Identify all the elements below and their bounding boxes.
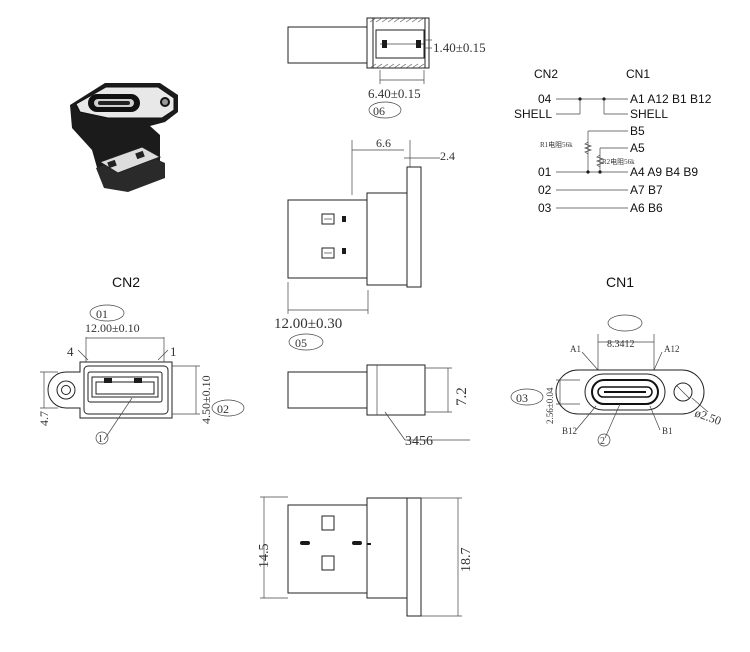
sch-left-4: 01 bbox=[538, 165, 552, 179]
cn2-height-dim: 4.50±0.10 bbox=[199, 375, 213, 424]
mid-a-dim: 6.6 bbox=[376, 136, 391, 150]
cn1-hole-dim: ø2.50 bbox=[693, 406, 723, 428]
bottom-right-dim: 18.7 bbox=[459, 548, 474, 573]
cn2-side-dim: 4.7 bbox=[37, 411, 51, 426]
cn1-height-dim: 2.56±0.04 bbox=[545, 387, 555, 424]
schematic-cn2-head: CN2 bbox=[534, 67, 558, 81]
middle-view: 6.6 2.4 12.00±0.30 05 bbox=[274, 136, 455, 351]
mid-length-dim: 12.00±0.30 bbox=[274, 316, 342, 332]
callout-3456: 3456 bbox=[405, 434, 433, 449]
top-width-dim: 6.40±0.15 bbox=[368, 86, 421, 101]
cn2-pin-4: 4 bbox=[67, 344, 74, 359]
callout-n1: 1 bbox=[98, 434, 103, 445]
r1-label: R1电阻56k bbox=[540, 140, 573, 149]
top-depth-dim: 1.40±0.15 bbox=[433, 40, 486, 55]
cn1-pin-a12: A12 bbox=[664, 344, 680, 354]
sch-right-5: A7 B7 bbox=[630, 183, 663, 197]
cn1-pin-b1: B1 bbox=[662, 426, 673, 436]
cn2-pin-1: 1 bbox=[170, 344, 177, 359]
callout-n2: 2 bbox=[600, 436, 605, 447]
iso-view bbox=[70, 83, 178, 192]
sch-left-1: SHELL bbox=[514, 107, 552, 121]
sch-left-6: 03 bbox=[538, 201, 552, 215]
callout-03: 03 bbox=[516, 391, 528, 405]
cn2-title: CN2 bbox=[112, 274, 140, 290]
cn1-pin-a1: A1 bbox=[570, 344, 581, 354]
sch-right-3: A5 bbox=[630, 141, 645, 155]
cn1-front-view: CN1 8.3412 A1 A12 ø2.50 2.56±0.04 03 B12… bbox=[510, 274, 723, 447]
callout-01: 01 bbox=[96, 307, 108, 321]
r2-label: R2电阻56k bbox=[602, 157, 635, 166]
bottom-left-dim: 14.5 bbox=[257, 544, 272, 569]
cn1-pin-b12: B12 bbox=[562, 426, 577, 436]
bottom-view: 14.5 18.7 bbox=[257, 496, 474, 617]
sch-right-6: A6 B6 bbox=[630, 201, 663, 215]
top-view: 1.40±0.15 6.40±0.15 06 bbox=[287, 17, 486, 119]
side-view: 7.2 3456 bbox=[287, 364, 470, 449]
sch-left-5: 02 bbox=[538, 183, 552, 197]
sch-left-0: 04 bbox=[538, 92, 552, 106]
cn2-width-dim: 12.00±0.10 bbox=[85, 321, 140, 335]
cn1-pitch-dim: 8.3412 bbox=[607, 339, 635, 350]
sch-right-1: SHELL bbox=[630, 107, 668, 121]
callout-02: 02 bbox=[217, 402, 229, 416]
sch-right-4: A4 A9 B4 B9 bbox=[630, 165, 698, 179]
sch-right-2: B5 bbox=[630, 124, 645, 138]
cn1-title: CN1 bbox=[606, 274, 634, 290]
side-height-dim: 7.2 bbox=[454, 387, 470, 406]
cn2-front-view: CN2 01 12.00±0.10 4 1 4.7 4.50±0.10 02 1 bbox=[37, 274, 245, 445]
mid-b-dim: 2.4 bbox=[440, 149, 455, 163]
sch-right-0: A1 A12 B1 B12 bbox=[630, 92, 712, 106]
schematic-cn1-head: CN1 bbox=[626, 67, 650, 81]
callout-05: 05 bbox=[295, 336, 307, 350]
callout-06: 06 bbox=[373, 104, 385, 118]
schematic: CN2 CN1 R1电阻56k R2电阻56k 04 A1 A12 B1 B12… bbox=[514, 67, 712, 215]
